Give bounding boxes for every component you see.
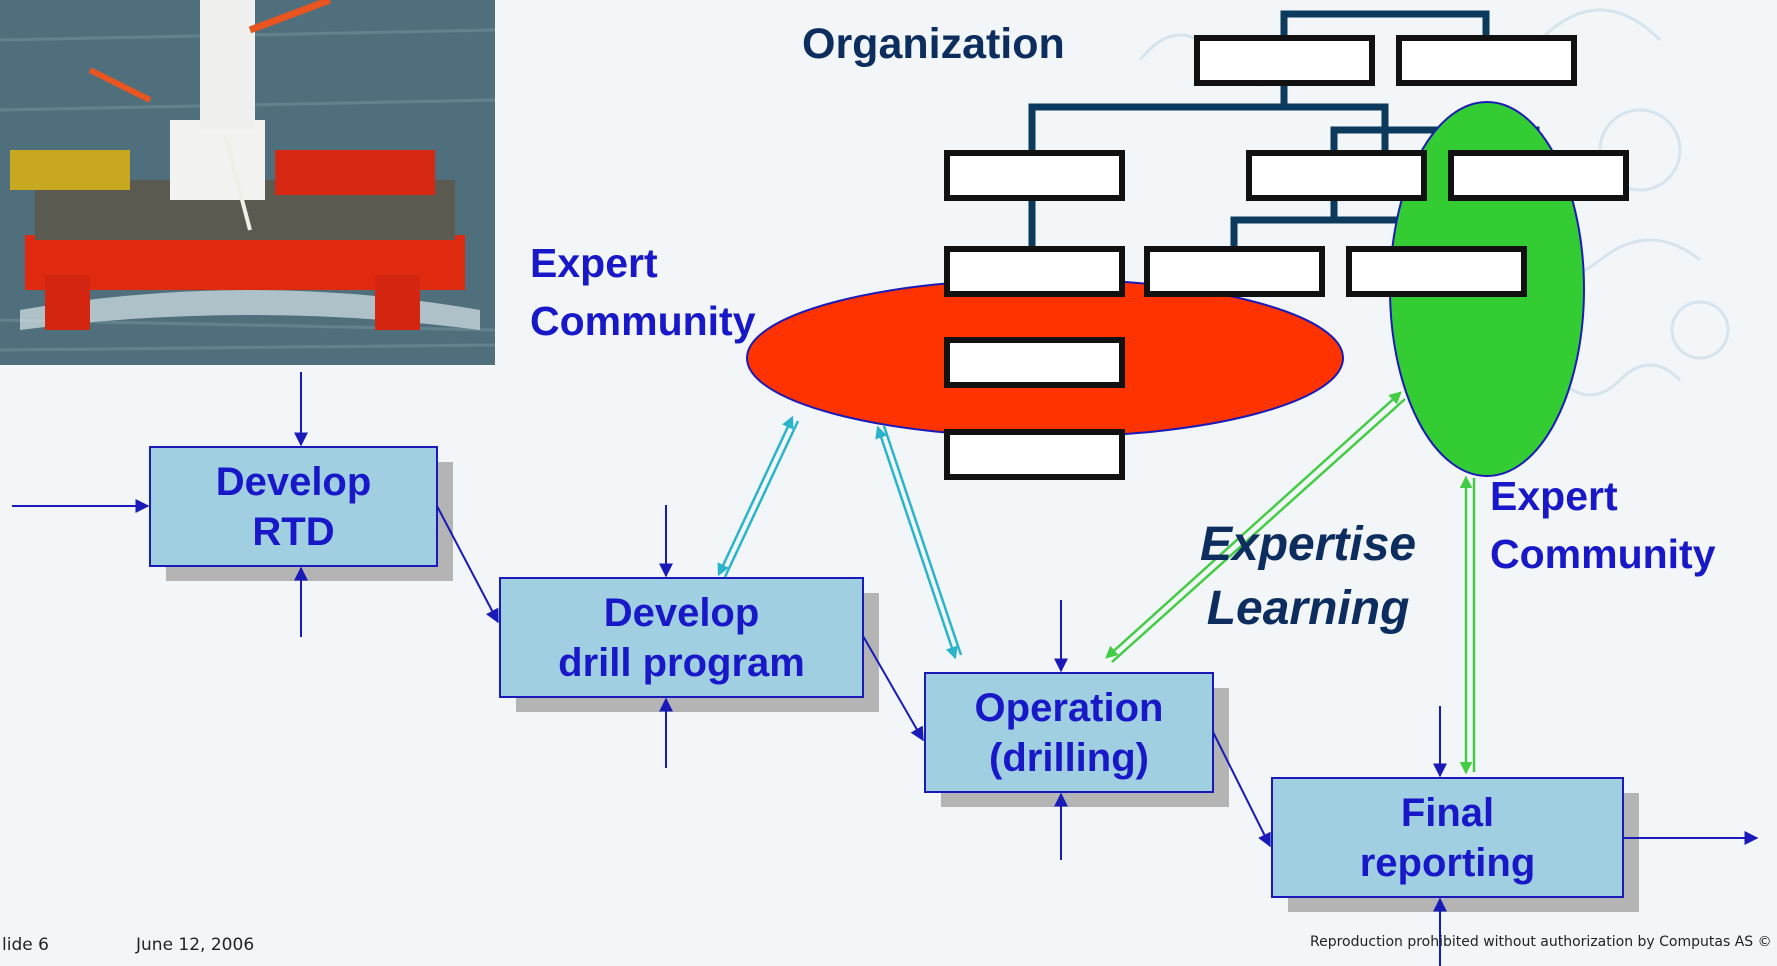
process-step-line2: RTD [252,509,335,554]
process-step-line2: drill program [558,640,805,685]
org-chart-boxes [944,35,1629,480]
oil-rig-photo [0,0,496,365]
slide-number: lide 6 [2,935,49,955]
organization-label: Organization [802,20,1065,68]
expert-community-right-line1: Expert [1490,473,1618,519]
process-box-operation-drilling [924,672,1214,793]
expert-double-arrows-cyan [717,415,963,660]
org-box [1396,35,1577,86]
slide-date: June 12, 2006 [136,935,255,955]
expert-double-arrows-green [1105,391,1476,775]
process-step-develop-drill-program: Develop drill program [500,578,863,697]
org-box [944,246,1125,297]
process-step-line2: (drilling) [989,735,1149,780]
process-step-operation-drilling: Operation (drilling) [925,673,1213,792]
process-step-line1: Operation [974,685,1164,730]
expert-community-left-line1: Expert [530,240,658,286]
process-box-final-reporting [1271,777,1624,898]
process-step-line1: Develop [603,590,760,635]
process-arrows [12,372,1759,966]
process-step-line2: reporting [1359,840,1536,885]
process-step-line1: Develop [215,459,372,504]
org-box [944,150,1125,201]
process-box-develop-rtd [149,446,438,567]
expert-community-label-right: Expert Community [1490,467,1716,583]
org-box [1448,150,1629,201]
expertise-learning-line1: Expertise [1200,518,1417,571]
org-box [944,337,1125,388]
org-box [1346,246,1527,297]
org-box [1194,35,1375,86]
expertise-learning-line2: Learning [1206,582,1410,635]
expert-community-right-line2: Community [1490,531,1716,577]
expert-community-label-left: Expert Community [530,234,756,350]
org-box [1144,246,1325,297]
process-step-final-reporting: Final reporting [1272,778,1623,897]
expertise-learning-label: Expertise Learning [1200,513,1416,641]
org-box [1246,150,1427,201]
copyright-notice: Reproduction prohibited without authoriz… [1310,934,1772,950]
expert-community-left-line2: Community [530,298,756,344]
process-step-develop-rtd: Develop RTD [150,447,437,566]
org-box [944,429,1125,480]
process-step-line1: Final [1400,790,1495,835]
process-box-develop-drill-program [499,577,864,698]
